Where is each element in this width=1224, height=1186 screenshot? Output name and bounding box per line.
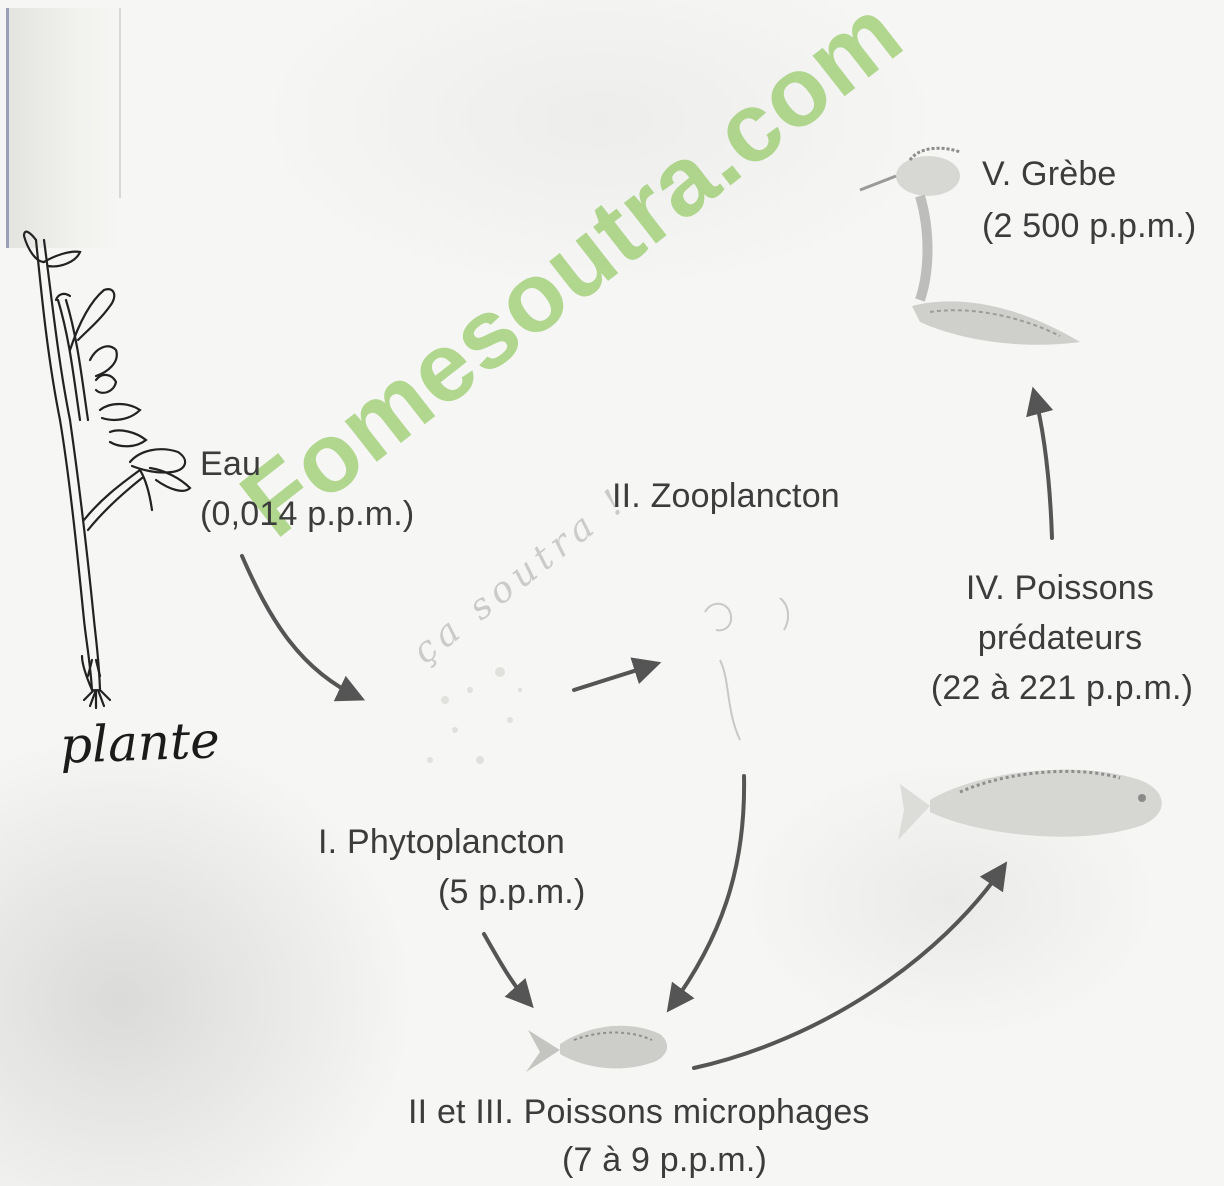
microphage-fish-drawing: [526, 1025, 668, 1072]
predators-concentration: (22 à 221 p.p.m.): [930, 669, 1194, 707]
arrow-phytoplankton-to-zooplankton: [572, 657, 662, 692]
microphages-label: II et III. Poissons microphages: [408, 1093, 870, 1131]
zooplankton-drawing: [704, 597, 790, 741]
plant-label: plante: [59, 711, 221, 775]
grebe-concentration: (2 500 p.p.m.): [982, 207, 1197, 245]
water-label: Eau: [200, 445, 262, 483]
arrow-predators-to-grebe: [1026, 386, 1054, 540]
arrow-microphages-to-predators: [692, 861, 1008, 1070]
book-edge: [6, 8, 121, 248]
plant-drawing: [22, 230, 192, 710]
arrow-phytoplankton-to-microphages: [482, 932, 534, 1009]
predator-fish-drawing: [898, 769, 1162, 840]
grebe-drawing: [859, 146, 1080, 345]
phytoplankton-label: I. Phytoplancton: [318, 823, 566, 861]
microphages-concentration: (7 à 9 p.p.m.): [562, 1141, 767, 1179]
predators-label-line1: IV. Poissons: [965, 569, 1155, 607]
grebe-label: V. Grèbe: [982, 155, 1117, 193]
predators-label-line2: prédateurs: [977, 619, 1143, 657]
phytoplankton-drawing: [427, 667, 522, 764]
water-concentration: (0,014 p.p.m.): [200, 495, 415, 533]
phytoplankton-concentration: (5 p.p.m.): [438, 873, 586, 911]
zooplankton-label: II. Zooplancton: [612, 477, 840, 515]
arrow-water-to-phytoplankton: [240, 554, 366, 702]
arrow-zooplankton-to-microphages: [666, 774, 747, 1013]
